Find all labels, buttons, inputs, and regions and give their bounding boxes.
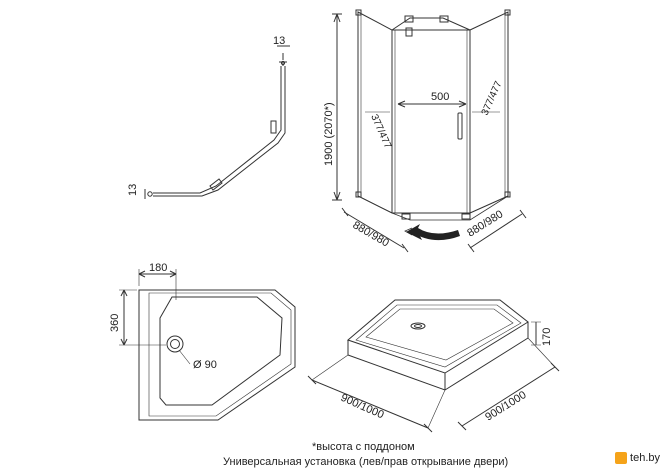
door-width-dim: 500	[431, 91, 449, 103]
watermark-logo-icon	[615, 452, 628, 464]
tray-right-dim: 900/1000	[483, 389, 528, 423]
opening-direction-arrow	[406, 224, 460, 241]
drain-dim: Ø 90	[193, 359, 217, 371]
tray-height-dim: 170	[541, 328, 553, 346]
enclosure-view	[332, 9, 527, 253]
tray-offset-x-dim: 180	[149, 262, 167, 274]
note-with-tray: *высота с поддоном	[312, 441, 415, 453]
height-dim: 1900 (2070*)	[323, 102, 335, 166]
tray-3d-view	[307, 299, 560, 433]
tray-top-view	[119, 269, 296, 421]
watermark: teh.by	[611, 449, 664, 467]
tray-offset-y-dim: 360	[109, 314, 121, 332]
profile-top-dim: 13	[273, 35, 285, 47]
side-left-dim: 377/477	[368, 113, 393, 151]
profile-view	[144, 45, 290, 199]
watermark-text: teh.by	[630, 452, 660, 464]
note-install: Универсальная установка (лев/прав открыв…	[223, 456, 509, 468]
base-left-dim: 880/980	[351, 219, 391, 249]
side-right-dim: 377/477	[480, 79, 505, 117]
tray-left-dim: 900/1000	[339, 392, 386, 422]
profile-left-dim: 13	[127, 184, 139, 196]
